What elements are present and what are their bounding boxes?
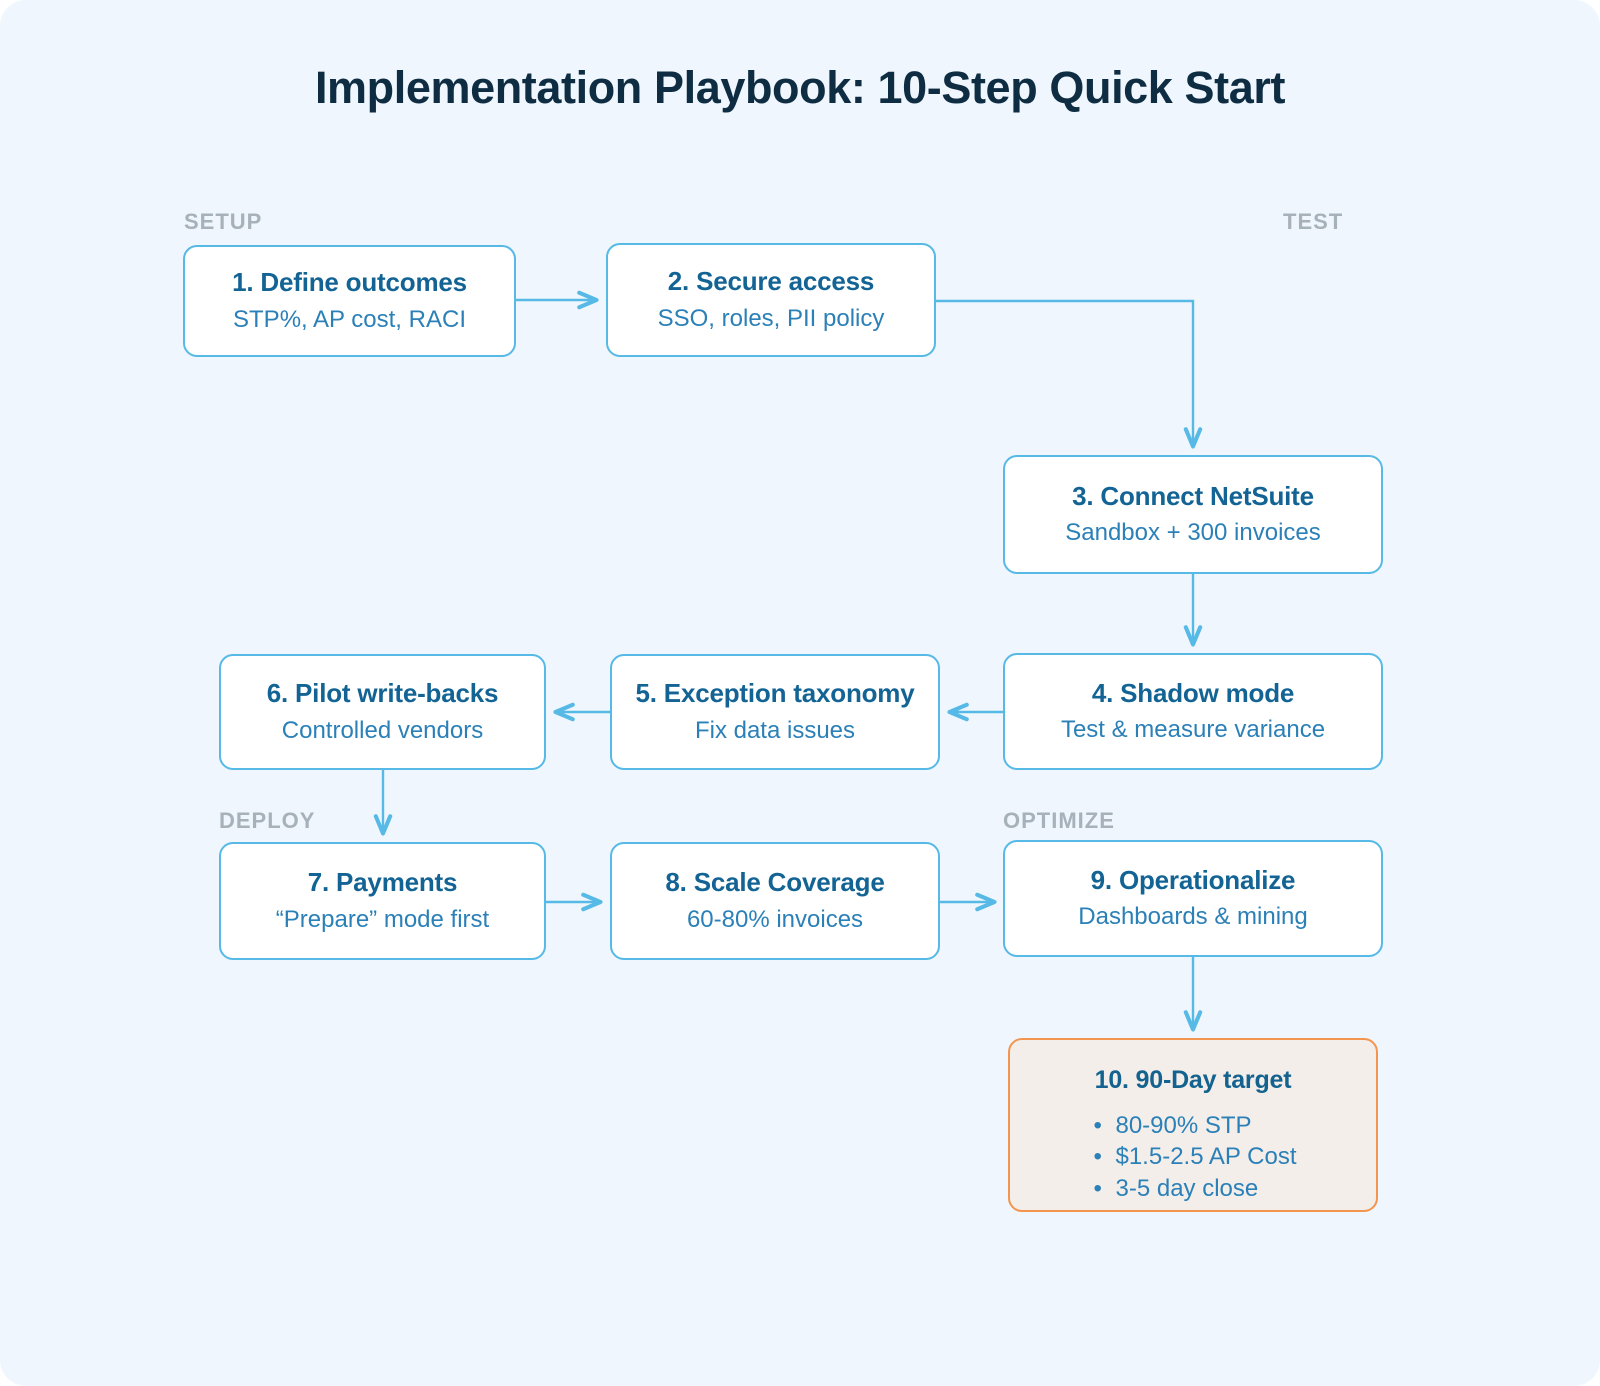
step-title: 2. Secure access	[667, 266, 875, 297]
section-label-optimize: OPTIMIZE	[1003, 808, 1115, 833]
step-title: 4. Shadow mode	[1091, 677, 1295, 708]
step-subtitle: 60-80% invoices	[686, 905, 864, 933]
section-label-setup: SETUP	[184, 209, 263, 234]
step-node-6[interactable]: 6. Pilot write-backs Controlled vendors	[219, 654, 546, 770]
step-subtitle: Controlled vendors	[281, 716, 484, 744]
page-title: Implementation Playbook: 10-Step Quick S…	[314, 62, 1286, 113]
goal-bullet-list: 80-90% STP $1.5-2.5 AP Cost 3-5 day clos…	[1089, 1110, 1296, 1206]
section-label-test: TEST	[1283, 209, 1344, 234]
step-title: 6. Pilot write-backs	[266, 678, 499, 709]
step-title: 1. Define outcomes	[232, 267, 467, 298]
goal-bullet: 80-90% STP	[1089, 1110, 1296, 1142]
step-title: 3. Connect NetSuite	[1072, 480, 1314, 511]
section-label-deploy: DEPLOY	[219, 808, 316, 833]
step-node-9[interactable]: 9. Operationalize Dashboards & mining	[1003, 840, 1383, 957]
step-title: 10. 90-Day target	[1094, 1066, 1292, 1094]
step-subtitle: STP%, AP cost, RACI	[233, 305, 466, 333]
goal-bullet: $1.5-2.5 AP Cost	[1089, 1141, 1296, 1173]
step-node-3[interactable]: 3. Connect NetSuite Sandbox + 300 invoic…	[1003, 455, 1383, 574]
step-node-1[interactable]: 1. Define outcomes STP%, AP cost, RACI	[183, 245, 516, 357]
connector-2-3	[936, 299, 1203, 449]
step-node-10-goal[interactable]: 10. 90-Day target 80-90% STP $1.5-2.5 AP…	[1008, 1038, 1378, 1212]
step-node-2[interactable]: 2. Secure access SSO, roles, PII policy	[606, 243, 936, 357]
step-title: 9. Operationalize	[1090, 864, 1296, 895]
step-subtitle: “Prepare” mode first	[275, 905, 490, 933]
step-title: 8. Scale Coverage	[665, 867, 885, 898]
step-node-5[interactable]: 5. Exception taxonomy Fix data issues	[610, 654, 940, 770]
step-title: 5. Exception taxonomy	[635, 678, 915, 709]
step-subtitle: Dashboards & mining	[1078, 903, 1308, 931]
step-subtitle: Fix data issues	[694, 716, 856, 744]
step-subtitle: Test & measure variance	[1060, 716, 1326, 744]
step-node-4[interactable]: 4. Shadow mode Test & measure variance	[1003, 653, 1383, 770]
step-subtitle: SSO, roles, PII policy	[657, 304, 885, 332]
step-node-7[interactable]: 7. Payments “Prepare” mode first	[219, 842, 546, 960]
step-title: 7. Payments	[307, 867, 458, 898]
goal-bullet: 3-5 day close	[1089, 1173, 1296, 1205]
step-subtitle: Sandbox + 300 invoices	[1065, 519, 1321, 547]
step-node-8[interactable]: 8. Scale Coverage 60-80% invoices	[610, 842, 940, 960]
